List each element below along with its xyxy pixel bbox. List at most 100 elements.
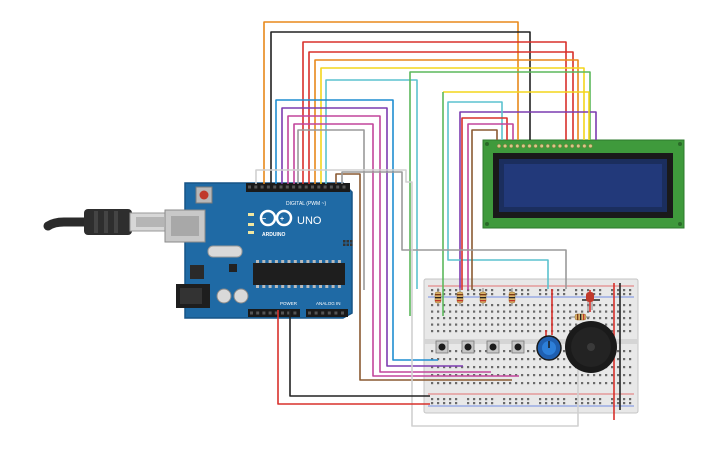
breadboard-hole: [593, 382, 596, 385]
breadboard-hole: [623, 382, 626, 385]
breadboard-hole: [527, 398, 530, 401]
breadboard-hole: [557, 289, 560, 292]
lcd-pin: [557, 143, 563, 149]
breadboard-hole: [611, 323, 614, 326]
breadboard-hole: [455, 382, 458, 385]
breadboard-hole: [599, 317, 602, 320]
breadboard-hole: [533, 366, 536, 369]
breadboard-hole: [533, 317, 536, 320]
breadboard-hole: [443, 317, 446, 320]
breadboard-hole: [467, 402, 470, 405]
breadboard-hole: [521, 382, 524, 385]
breadboard-hole: [623, 350, 626, 353]
breadboard-hole: [557, 358, 560, 361]
breadboard-hole: [599, 374, 602, 377]
chip-pin: [306, 285, 310, 288]
breadboard-hole: [473, 323, 476, 326]
breadboard-hole: [473, 293, 476, 296]
breadboard-hole: [563, 293, 566, 296]
header-pin: [268, 311, 272, 315]
chip-pin: [274, 260, 278, 263]
lcd-pin: [521, 143, 526, 149]
breadboard-hole: [617, 358, 620, 361]
breadboard-hole: [455, 358, 458, 361]
chip-pin: [293, 285, 297, 288]
breadboard-hole: [431, 358, 434, 361]
wire-green: [409, 71, 591, 316]
breadboard-hole: [539, 304, 542, 307]
breadboard-hole: [527, 323, 530, 326]
breadboard-hole: [533, 310, 536, 313]
push-button: [486, 340, 500, 354]
chip-pin: [262, 285, 266, 288]
breadboard-hole: [605, 382, 608, 385]
breadboard-hole: [491, 304, 494, 307]
breadboard-hole: [491, 310, 494, 313]
breadboard-hole: [539, 323, 542, 326]
breadboard-hole: [479, 374, 482, 377]
breadboard-hole: [563, 366, 566, 369]
wire-black: [270, 31, 531, 184]
breadboard-hole: [449, 330, 452, 333]
breadboard-hole: [473, 358, 476, 361]
breadboard-hole: [461, 374, 464, 377]
breadboard-hole: [437, 330, 440, 333]
wire-cyan-lcd: [447, 101, 549, 289]
breadboard-hole: [473, 317, 476, 320]
header-pin: [311, 185, 314, 189]
breadboard-hole: [497, 374, 500, 377]
capacitor: [233, 288, 249, 304]
breadboard-hole: [509, 304, 512, 307]
breadboard-hole: [629, 398, 632, 401]
breadboard-hole: [557, 330, 560, 333]
breadboard-hole: [533, 304, 536, 307]
breadboard-hole: [479, 358, 482, 361]
breadboard-hole: [455, 310, 458, 313]
breadboard-hole: [467, 358, 470, 361]
breadboard-hole: [629, 366, 632, 369]
breadboard-hole: [527, 317, 530, 320]
breadboard-hole: [437, 402, 440, 405]
breadboard-hole: [431, 304, 434, 307]
breadboard-hole: [611, 374, 614, 377]
breadboard-hole: [455, 330, 458, 333]
breadboard-hole: [449, 366, 452, 369]
header-pin: [260, 185, 264, 189]
breadboard-hole: [593, 304, 596, 307]
wires: [255, 21, 621, 427]
breadboard-hole: [623, 323, 626, 326]
breadboard-hole: [521, 330, 524, 333]
arduino-logo-text: ARDUINO: [262, 232, 285, 238]
breadboard-hole: [473, 304, 476, 307]
breadboard-hole: [473, 366, 476, 369]
breadboard-hole: [557, 304, 560, 307]
wire-brown-lcd: [471, 129, 498, 290]
red-led: [586, 292, 594, 310]
chip-pin: [256, 260, 259, 263]
breadboard-hole: [539, 317, 542, 320]
breadboard-hole: [533, 374, 536, 377]
push-button: [435, 340, 449, 354]
breadboard-hole: [437, 382, 440, 385]
breadboard-hole: [461, 323, 464, 326]
breadboard-hole: [623, 358, 626, 361]
breadboard-hole: [623, 317, 626, 320]
breadboard-hole: [563, 304, 566, 307]
breadboard-hole: [617, 317, 620, 320]
lcd-16x2: [482, 139, 685, 229]
breadboard-hole: [467, 323, 470, 326]
breadboard-hole: [629, 382, 632, 385]
wire-red-lcd: [461, 117, 508, 290]
lcd-pin: [533, 143, 538, 149]
header-pin: [308, 311, 311, 315]
chip-pin: [312, 260, 316, 263]
breadboard-hole: [563, 310, 566, 313]
breadboard-hole: [533, 330, 536, 333]
breadboard-hole: [509, 323, 512, 326]
icsp-pin: [350, 240, 353, 243]
breadboard-hole: [431, 402, 434, 405]
breadboard-hole: [545, 293, 548, 296]
breadboard-hole: [515, 293, 518, 296]
breadboard-hole: [467, 398, 470, 401]
chip-pin: [300, 260, 304, 263]
